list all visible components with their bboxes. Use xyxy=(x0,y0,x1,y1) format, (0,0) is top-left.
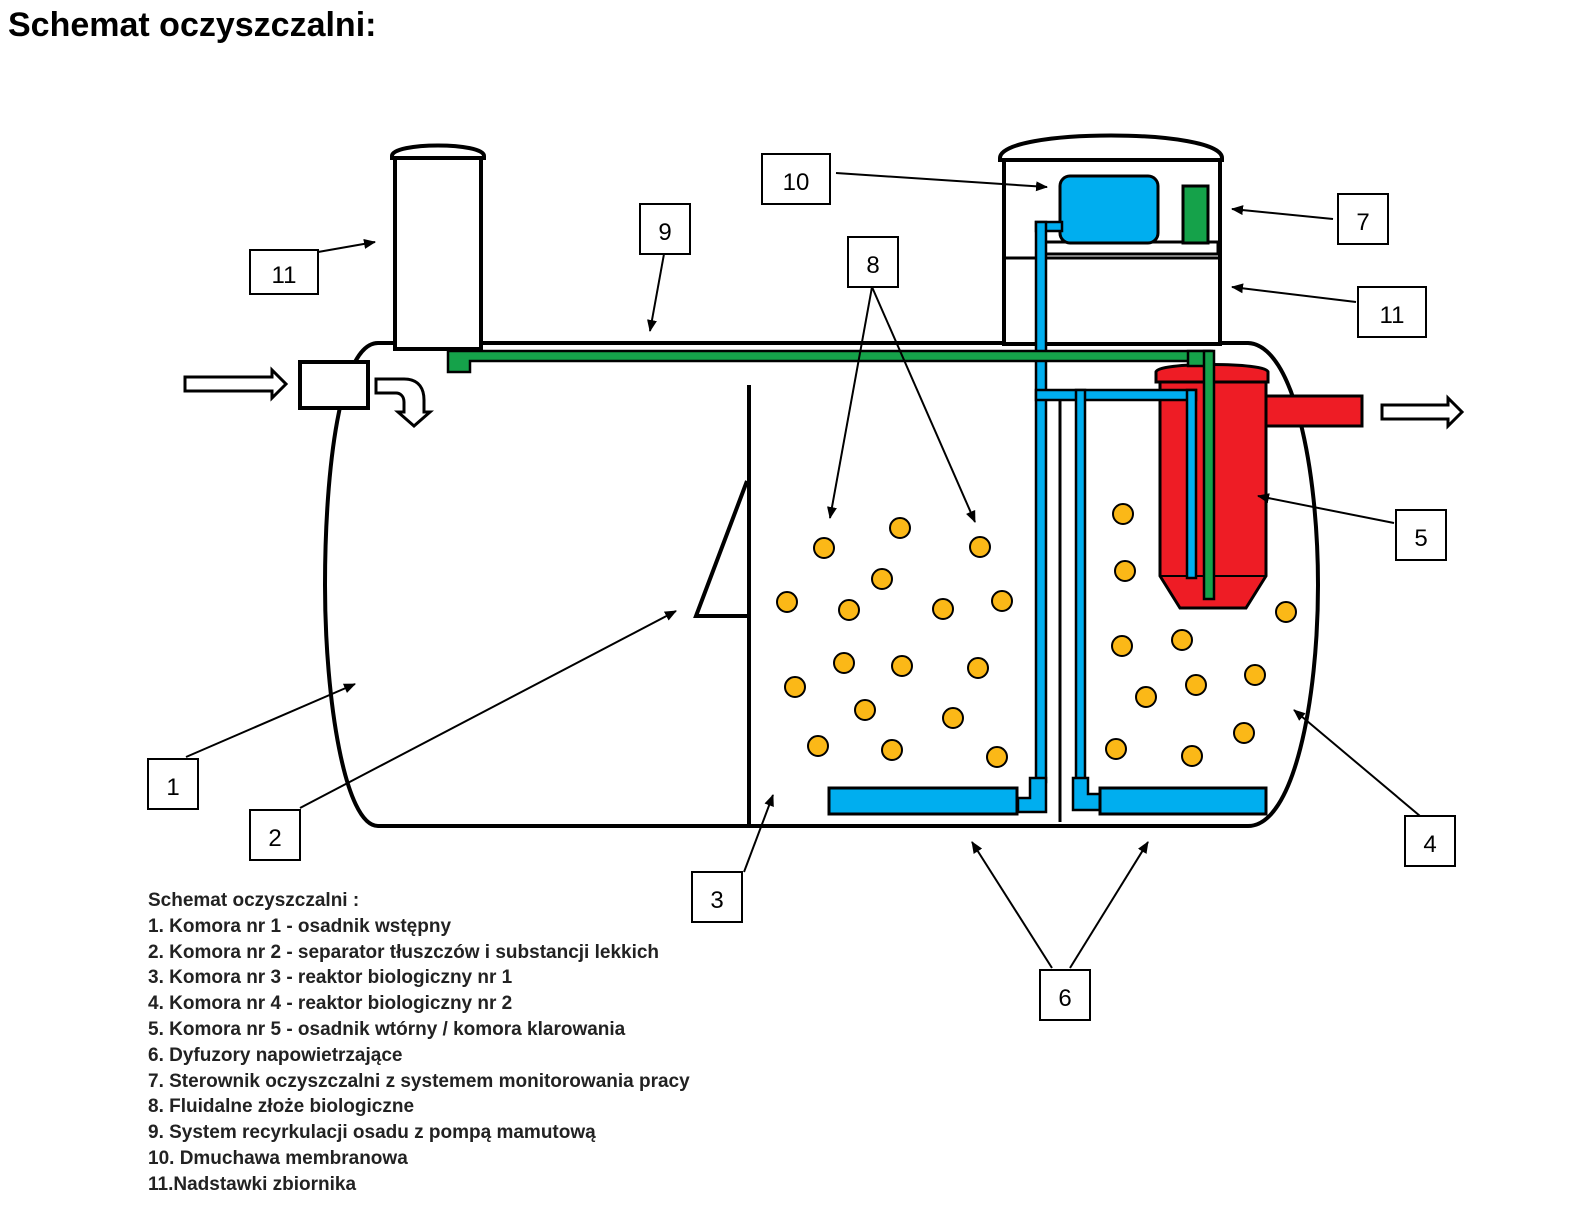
media-ball xyxy=(838,599,860,621)
callout-9: 9 xyxy=(658,219,671,246)
media-ball xyxy=(1105,738,1127,760)
aeration-diffuser-2 xyxy=(1098,786,1268,816)
leader-arrows xyxy=(185,172,1421,969)
legend-item: 4. Komora nr 4 - reaktor biologiczny nr … xyxy=(148,993,513,1015)
inlet-flow-arrow xyxy=(374,377,434,428)
callout-11-left: 11 xyxy=(272,262,297,289)
legend-item: 10. Dmuchawa membranowa xyxy=(148,1147,408,1169)
biological-media xyxy=(776,503,1297,768)
media-ball xyxy=(889,517,911,539)
media-ball xyxy=(1111,635,1133,657)
baffle-plate xyxy=(693,480,749,618)
inlet-arrow xyxy=(183,366,289,402)
media-ball xyxy=(986,746,1008,768)
media-ball xyxy=(1244,664,1266,686)
legend-heading: Schemat oczyszczalni : xyxy=(148,890,360,911)
media-ball xyxy=(891,655,913,677)
outlet-arrow xyxy=(1380,394,1465,430)
media-ball xyxy=(881,739,903,761)
legend-item: 8. Fluidalne złoże biologiczne xyxy=(148,1096,415,1118)
media-ball xyxy=(932,598,954,620)
legend-item: 11.Nadstawki zbiornika xyxy=(148,1173,357,1195)
callout-1: 1 xyxy=(166,774,179,801)
legend-item: 3. Komora nr 3 - reaktor biologiczny nr … xyxy=(148,967,513,989)
legend-item: 2. Komora nr 2 - separator tłuszczów i s… xyxy=(148,941,660,963)
media-ball xyxy=(969,536,991,558)
legend: Schemat oczyszczalni : 1. Komora nr 1 - … xyxy=(148,888,690,1198)
callout-2: 2 xyxy=(268,825,281,852)
media-ball xyxy=(991,590,1013,612)
media-ball xyxy=(967,657,989,679)
media-ball xyxy=(833,652,855,674)
media-ball xyxy=(1114,560,1136,582)
recirculation-pipe xyxy=(446,349,1216,601)
media-ball xyxy=(813,537,835,559)
media-ball xyxy=(942,707,964,729)
legend-item: 7. Sterownik oczyszczalni z systemem mon… xyxy=(148,1070,690,1092)
callout-11-right: 11 xyxy=(1380,302,1405,329)
tank-body xyxy=(322,341,1321,828)
legend-item: 9. System recyrkulacji osadu z pompą mam… xyxy=(148,1122,596,1144)
legend-item: 5. Komora nr 5 - osadnik wtórny / komora… xyxy=(148,1018,626,1040)
media-ball xyxy=(784,676,806,698)
page-title: Schemat oczyszczalni: xyxy=(8,6,377,44)
media-ball xyxy=(1185,674,1207,696)
callout-10: 10 xyxy=(783,169,810,196)
air-supply-pipes xyxy=(1016,220,1198,814)
media-ball xyxy=(854,699,876,721)
inlet-assembly xyxy=(183,360,434,428)
callout-4: 4 xyxy=(1423,831,1436,858)
media-ball xyxy=(1171,629,1193,651)
callout-6: 6 xyxy=(1058,985,1071,1012)
media-ball xyxy=(776,591,798,613)
legend-item: 1. Komora nr 1 - osadnik wstępny xyxy=(148,915,452,937)
media-ball xyxy=(1112,503,1134,525)
media-ball xyxy=(1275,601,1297,623)
callout-boxes xyxy=(147,153,1456,1021)
media-ball xyxy=(1233,722,1255,744)
aeration-diffuser-1 xyxy=(827,786,1019,816)
left-tank-riser xyxy=(390,143,486,351)
media-ball xyxy=(807,735,829,757)
inlet-box xyxy=(298,360,370,410)
legend-item: 6. Dyfuzory napowietrzające xyxy=(148,1044,403,1066)
callout-7: 7 xyxy=(1356,209,1369,236)
media-ball xyxy=(1181,745,1203,767)
media-ball xyxy=(1135,686,1157,708)
plant-controller xyxy=(1181,184,1210,245)
callout-8: 8 xyxy=(866,252,879,279)
callout-5: 5 xyxy=(1414,525,1427,552)
callout-3: 3 xyxy=(710,887,723,914)
membrane-blower xyxy=(1058,174,1160,245)
media-ball xyxy=(871,568,893,590)
